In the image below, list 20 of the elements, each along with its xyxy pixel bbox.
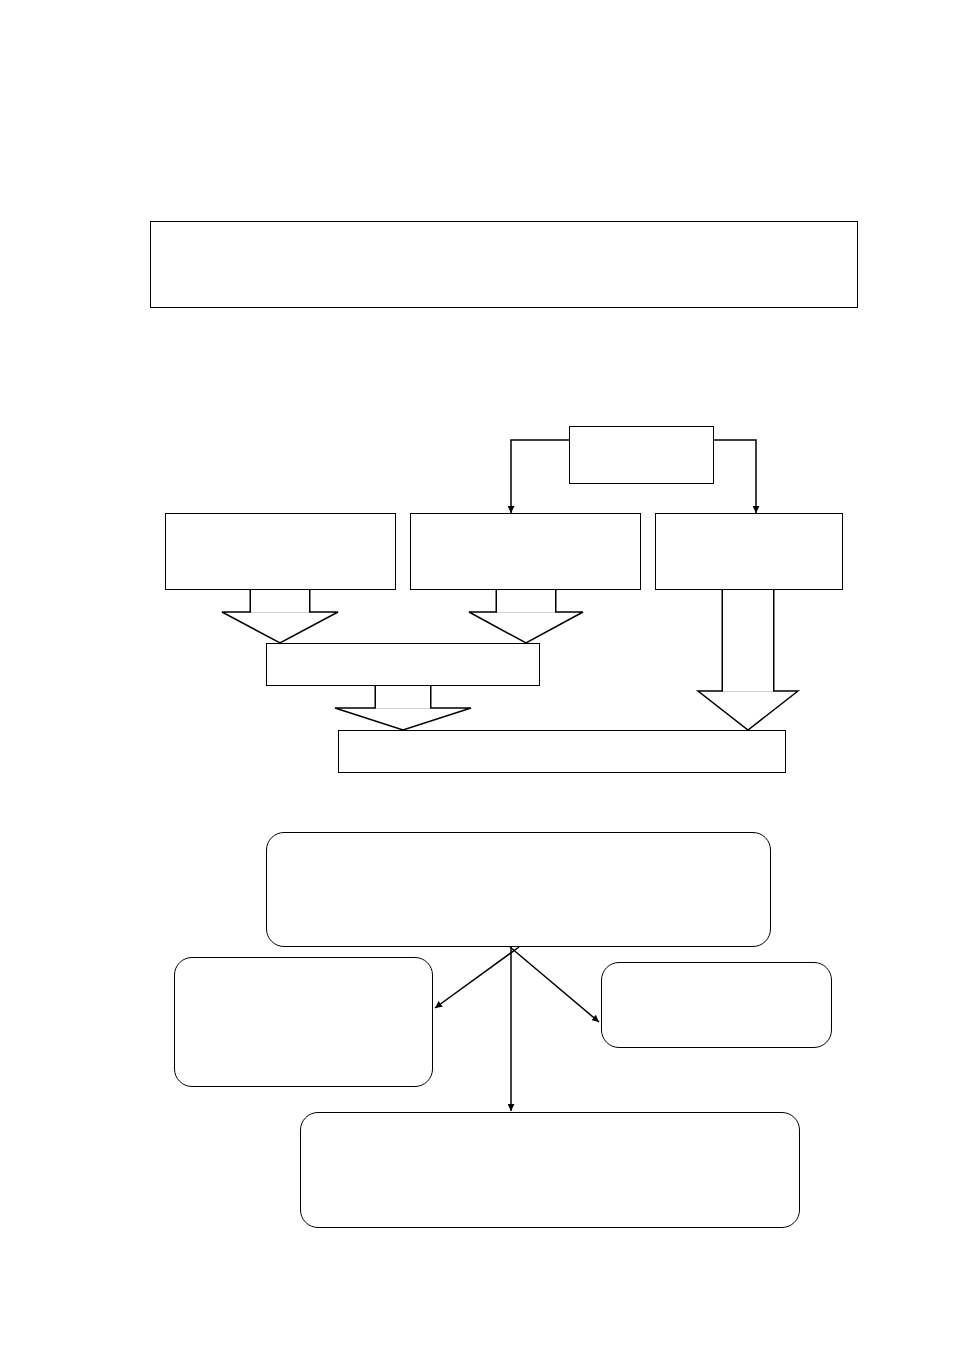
arrow [434,946,520,1009]
rounded-box [300,1112,800,1228]
process-box [338,730,786,773]
process-box [655,513,843,590]
rounded-box [601,962,832,1048]
process-box [165,513,396,590]
block-arrow [468,590,584,644]
rounded-box [174,957,433,1087]
arrow [507,946,515,1112]
rounded-box [266,832,771,947]
process-box [150,221,858,308]
arrow [713,439,760,514]
arrow [507,439,570,514]
arrow [509,946,600,1023]
process-box [569,426,714,484]
block-arrow [334,686,472,731]
process-box [410,513,641,590]
block-arrow [221,590,339,644]
block-arrow [697,590,799,731]
process-box [266,643,540,686]
